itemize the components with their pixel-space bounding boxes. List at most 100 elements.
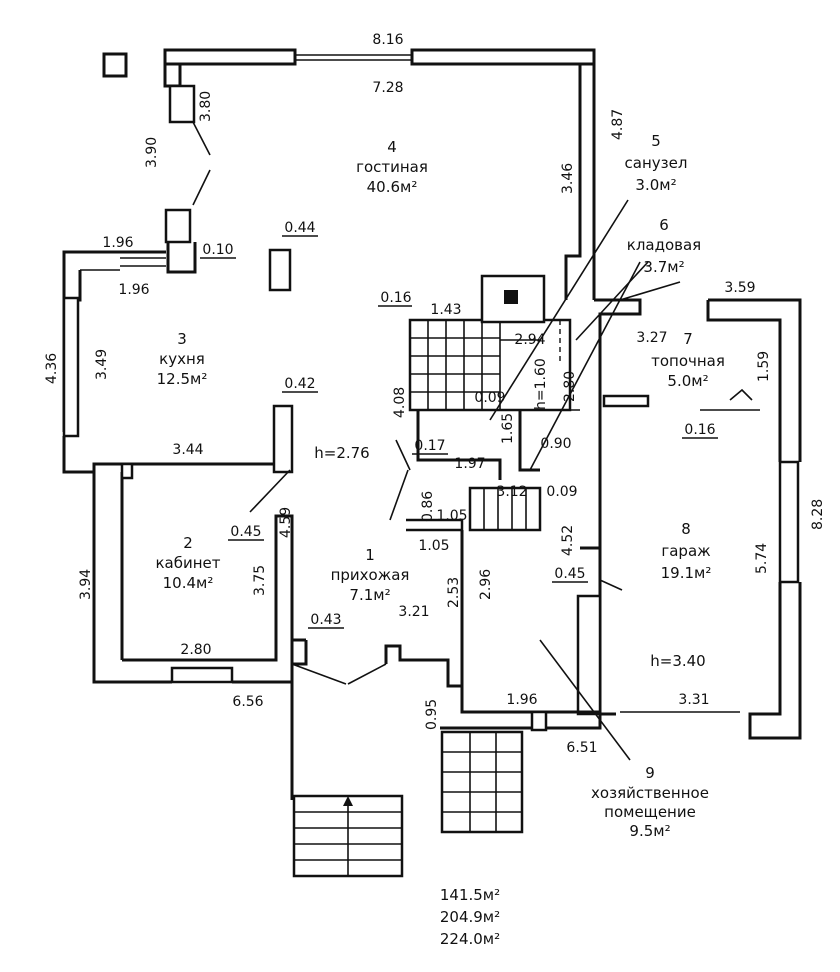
door-entry-b (347, 663, 387, 685)
room-1-name: прихожая (331, 566, 410, 584)
wall-study-left (92, 472, 172, 684)
room-5-name: санузел (625, 154, 688, 172)
pillar-kitchen (272, 404, 294, 474)
window-living-left (168, 84, 196, 124)
room-labels: 4 гостиная 40.6м² 3 кухня 12.5м² 2 кабин… (155, 132, 725, 840)
room-2-num: 2 (183, 534, 193, 552)
chimney-square (102, 52, 128, 78)
dim-0-45-a: 0.45 (230, 524, 261, 540)
area-totals: 141.5м² 204.9м² 224.0м² (440, 886, 500, 948)
stair-arrow-icon (343, 796, 353, 806)
room-8-name: гараж (661, 542, 710, 560)
dim-6-56: 6.56 (232, 694, 263, 710)
room-1-num: 1 (365, 546, 375, 564)
dim-3-12: 3.12 (496, 484, 527, 500)
dim-1-96-a: 1.96 (102, 235, 133, 251)
room-8-num: 8 (681, 520, 691, 538)
wall-living-right (580, 62, 596, 300)
wall-boiler (594, 298, 642, 548)
dim-4-36: 4.36 (44, 353, 60, 384)
dim-3-46: 3.46 (560, 163, 576, 194)
dim-3-59: 3.59 (724, 280, 755, 296)
window-kitchen (62, 296, 80, 438)
dim-6-51: 6.51 (566, 740, 597, 756)
wall-garage-right (748, 582, 802, 740)
dim-0-17: 0.17 (414, 438, 445, 454)
dim-4-52: 4.52 (560, 525, 576, 556)
dim-7-28: 7.28 (372, 80, 403, 96)
dim-3-94: 3.94 (78, 569, 94, 600)
dim-1-43: 1.43 (430, 302, 461, 318)
dim-3-27: 3.27 (636, 330, 667, 346)
dim-4-87: 4.87 (610, 109, 626, 140)
total-1: 141.5м² (440, 886, 500, 904)
dim-2-96: 2.96 (478, 569, 494, 600)
dim-1-97: 1.97 (454, 456, 485, 472)
wall-top-right (410, 48, 596, 66)
dimensions: 8.16 7.28 3.80 3.90 4.87 3.46 1.96 0.10 … (44, 32, 826, 756)
room-7-name: топочная (651, 352, 725, 370)
leader-lines (249, 199, 740, 761)
room-8-area: 19.1м² (661, 564, 712, 582)
walls (62, 48, 802, 878)
dim-0-09-a: 0.09 (474, 390, 505, 406)
room-3-name: кухня (159, 350, 205, 368)
dim-0-16-b: 0.16 (684, 422, 715, 438)
dim-0-43: 0.43 (310, 612, 341, 628)
dim-3-90: 3.90 (144, 137, 160, 168)
total-2: 204.9м² (440, 908, 500, 926)
dim-0-45-b: 0.45 (554, 566, 585, 582)
dim-8-16: 8.16 (372, 32, 403, 48)
total-3: 224.0м² (440, 930, 500, 948)
door-boiler-swing (729, 388, 753, 401)
room-4-name: гостиная (356, 158, 428, 176)
dim-1-65: 1.65 (500, 413, 516, 444)
dim-0-86: 0.86 (420, 491, 436, 522)
stair-lower (468, 486, 542, 532)
window-study (170, 666, 234, 684)
wall-study (122, 514, 294, 662)
dim-0-90: 0.90 (540, 436, 571, 452)
ceiling-heights: h=2.76 h=3.40 h=1.60 (314, 358, 705, 670)
dim-5-74: 5.74 (754, 543, 770, 574)
room-7-num: 7 (683, 330, 693, 348)
dim-1-05-b: 1.05 (418, 538, 449, 554)
dim-0-16-a: 0.16 (380, 290, 411, 306)
dim-3-31: 3.31 (678, 692, 709, 708)
dim-3-49: 3.49 (94, 349, 110, 380)
room-6-num: 6 (659, 216, 669, 234)
dim-2-53: 2.53 (446, 577, 462, 608)
room-7-area: 5.0м² (667, 372, 708, 390)
room-9-num: 9 (645, 764, 655, 782)
wall-garage-top (708, 298, 802, 462)
wall-living-left-top (163, 64, 182, 88)
dim-4-59: 4.59 (278, 507, 294, 538)
window-garage (778, 460, 800, 584)
pillar-living (268, 248, 292, 292)
dim-1-96-c: 1.96 (506, 692, 537, 708)
wall-entry-right (384, 644, 500, 714)
door-entry-a (291, 663, 347, 685)
room-6-area: 3.7м² (643, 258, 684, 276)
room-3-area: 12.5м² (157, 370, 208, 388)
dim-3-75: 3.75 (252, 565, 268, 596)
dim-3-80: 3.80 (198, 91, 214, 122)
height-main: h=2.76 (314, 444, 369, 462)
door-living-left-a (192, 121, 211, 156)
room-9-name: хозяйственное помещение (591, 784, 709, 821)
wall-entry-left (290, 640, 308, 800)
room-3-num: 3 (177, 330, 187, 348)
room-2-name: кабинет (155, 554, 220, 572)
wall-top-left (163, 48, 297, 66)
dim-0-95: 0.95 (424, 699, 440, 730)
dim-3-44: 3.44 (172, 442, 203, 458)
dim-0-10: 0.10 (202, 242, 233, 258)
dim-1-96-b: 1.96 (118, 282, 149, 298)
room-6-name: кладовая (627, 236, 701, 254)
dim-2-80-a: 2.80 (562, 371, 578, 402)
door-living-left-b (192, 169, 211, 206)
wall-kitchen-bottom (62, 436, 275, 474)
room-4-area: 40.6м² (367, 178, 418, 196)
dim-1-05-a: 1.05 (436, 508, 467, 524)
